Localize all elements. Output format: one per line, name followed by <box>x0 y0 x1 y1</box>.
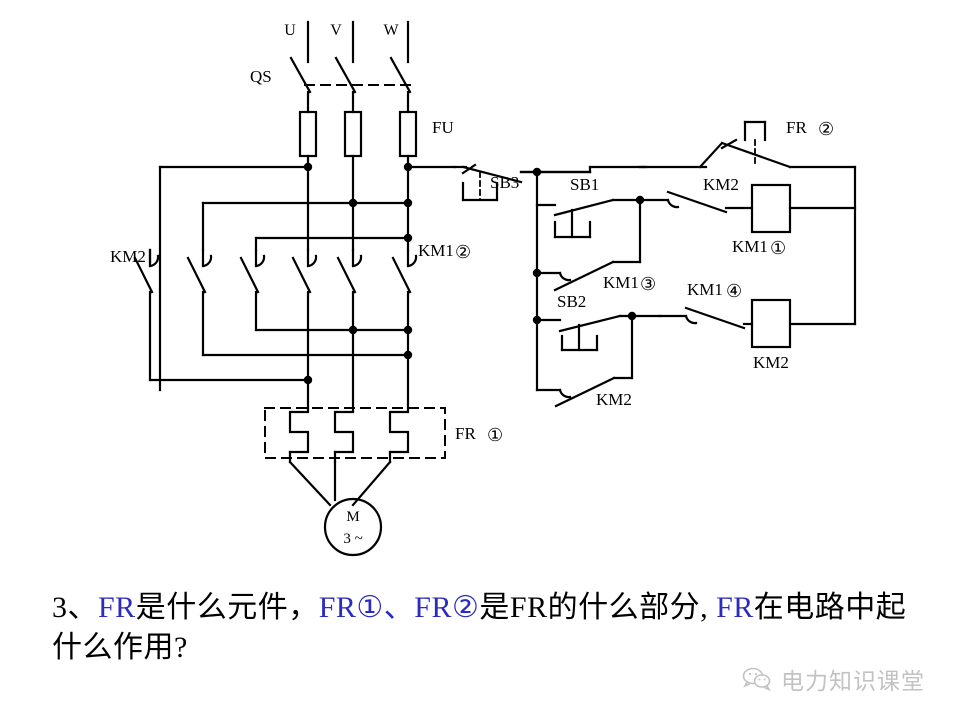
km1-poleC-blade <box>391 256 412 294</box>
question-number: 3、 <box>52 591 98 624</box>
label-km1-main: KM1 <box>418 241 454 260</box>
question-seg-2: 是什么元件， <box>135 591 319 624</box>
label-fr1: FR <box>455 424 476 443</box>
label-sb1: SB1 <box>570 175 599 194</box>
question-text: 3、FR是什么元件，FR①、FR②是FR的什么部分, FR在电路中起什么作用? <box>52 588 912 667</box>
km2-poleC-blade <box>239 256 260 294</box>
label-km2-coil: KM2 <box>753 353 789 372</box>
km2-nc-blade <box>666 190 728 214</box>
km1-4-blade <box>684 306 746 330</box>
question-seg-6: 在电路中起什么作用? <box>52 591 907 664</box>
km1-3-arc <box>558 271 572 282</box>
label-km1-aux4-num: ④ <box>726 281 742 301</box>
question-seg-fr1: FR <box>98 591 136 624</box>
km1-poleA-blade <box>291 256 312 294</box>
sb2-blade <box>558 314 622 333</box>
qs-blade-v <box>334 56 357 94</box>
label-sb3: SB3 <box>490 173 519 192</box>
circuit-schematic: U V W QS FU KM2 KM1 ② SB3 SB1 SB2 KM1 ③ … <box>110 20 857 557</box>
fr2-in-diag <box>698 141 724 169</box>
wechat-icon <box>742 667 771 691</box>
label-km1-coil: KM1 <box>732 237 768 256</box>
km1-poleA-arc <box>306 248 318 268</box>
label-qs: QS <box>250 67 272 86</box>
fr2-contact-tick <box>720 138 738 150</box>
fr2-blade <box>720 141 792 169</box>
label-km2-aux-bottom: KM2 <box>596 390 632 409</box>
km2-poleB-blade <box>186 256 207 294</box>
fr1-heater-v <box>333 410 355 454</box>
fuse-u <box>298 110 318 158</box>
km1-poleC-arc <box>406 248 418 268</box>
label-phase-u: U <box>284 22 296 39</box>
motor-lead-u <box>288 460 332 507</box>
motor-symbol <box>323 497 383 557</box>
question-seg-fr2: FR <box>716 591 754 624</box>
question-seg-fr-parts: FR①、FR② <box>318 591 480 624</box>
motor-lead-w <box>351 460 392 507</box>
label-km1-aux4: KM1 <box>687 280 723 299</box>
fuse-v <box>343 110 363 158</box>
schematic-text-labels: U V W QS FU KM2 KM1 ② SB3 SB1 SB2 KM1 ③ … <box>110 22 834 547</box>
label-fu: FU <box>432 118 454 137</box>
km2-coil-box <box>750 298 792 349</box>
label-km2-main: KM2 <box>110 247 146 266</box>
question-seg-4: 是FR的什么部分, <box>479 591 717 624</box>
km2-hold-arc <box>558 388 572 399</box>
label-fr2: FR <box>786 118 807 137</box>
km2-poleA-blade <box>133 256 154 294</box>
label-sb2: SB2 <box>557 292 586 311</box>
km2-hold-blade <box>554 376 616 408</box>
km1-coil-box <box>750 183 792 234</box>
watermark-text: 电力知识课堂 <box>781 669 925 695</box>
label-km2-aux-top: KM2 <box>703 175 739 194</box>
km2-poleB-arc <box>201 248 213 268</box>
label-motor-phase: 3 ~ <box>343 531 362 547</box>
label-phase-w: W <box>383 22 399 39</box>
label-km1-aux3: KM1 <box>603 273 639 292</box>
fr1-heater-u <box>288 410 310 454</box>
fr1-heater-w <box>388 410 410 454</box>
sb3-blade <box>461 165 523 184</box>
km1-3-blade <box>553 260 615 292</box>
label-km1-aux3-num: ③ <box>640 274 656 294</box>
km1-4-arc <box>684 314 698 325</box>
km2-poleC-arc <box>254 248 266 268</box>
label-fr2-num: ② <box>818 119 834 139</box>
qs-blade-w <box>389 56 412 94</box>
watermark: 电力知识课堂 <box>742 662 925 696</box>
km1-poleB-arc <box>351 248 363 268</box>
sb1-blade <box>553 198 615 217</box>
label-phase-v: V <box>330 22 342 39</box>
km2-nc-arc <box>666 198 680 209</box>
km2-poleA-arc <box>148 248 160 268</box>
fr1-dashed-enclosure <box>264 407 446 459</box>
qs-blade-u <box>289 56 312 94</box>
junction-dots <box>303 162 645 385</box>
label-fr1-num: ① <box>487 425 503 445</box>
label-motor-m: M <box>346 509 359 525</box>
label-km1-main-num: ② <box>455 242 471 262</box>
fuse-w <box>398 110 418 158</box>
label-km1-coil-num: ① <box>770 238 786 258</box>
km1-poleB-blade <box>336 256 357 294</box>
